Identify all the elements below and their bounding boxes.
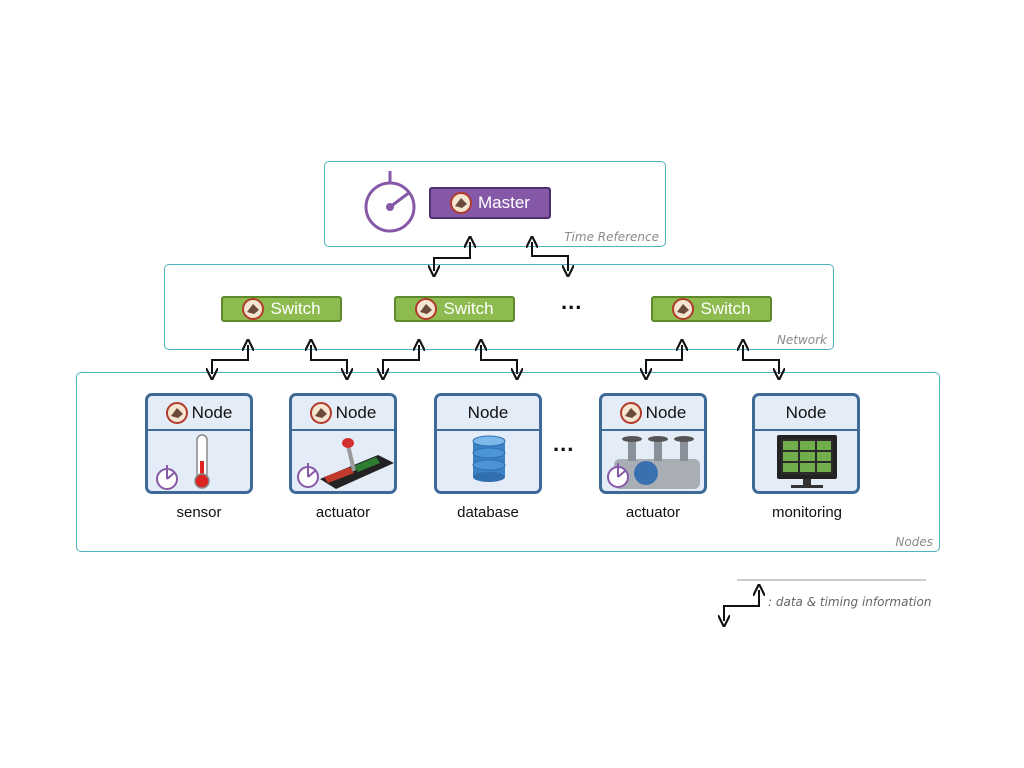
- database-icon: [472, 435, 506, 482]
- master-button[interactable]: Master: [429, 187, 551, 219]
- node-caption-database: database: [457, 504, 519, 521]
- legend-text: : data & timing information: [768, 595, 932, 609]
- node-label: Node: [335, 402, 377, 422]
- node-sensor[interactable]: Node: [145, 393, 253, 494]
- node-label: Node: [191, 402, 233, 422]
- ptp-logo-icon: [415, 298, 438, 320]
- switch-1[interactable]: Switch: [221, 296, 342, 322]
- node-monitoring[interactable]: Node: [752, 393, 860, 494]
- time-reference-label: Time Reference: [564, 230, 659, 244]
- node-label: Node: [785, 402, 827, 422]
- node-label: Node: [645, 402, 687, 422]
- node-header: Node: [148, 396, 250, 431]
- ptp-logo-icon: [672, 298, 695, 320]
- legend-arrow-icon: [724, 590, 759, 621]
- node-actuator-valve[interactable]: Node: [599, 393, 707, 494]
- switch-3[interactable]: Switch: [651, 296, 772, 322]
- ptp-logo-icon: [450, 192, 473, 214]
- network-ellipsis: ...: [561, 289, 583, 314]
- valve-icon: [607, 436, 700, 489]
- node-header: Node: [437, 396, 539, 431]
- node-caption-monitoring: monitoring: [771, 504, 843, 521]
- node-header: Node: [292, 396, 394, 431]
- switch-label: Switch: [443, 299, 494, 318]
- switch-2[interactable]: Switch: [394, 296, 515, 322]
- node-label: Node: [467, 402, 509, 422]
- ptp-logo-icon: [165, 401, 188, 424]
- network-label: Network: [776, 333, 827, 347]
- ptp-logo-icon: [619, 401, 642, 424]
- node-header: Node: [755, 396, 857, 431]
- node-header: Node: [602, 396, 704, 431]
- node-caption-sensor: sensor: [176, 504, 222, 521]
- thermometer-icon: [156, 434, 210, 490]
- ptp-logo-icon: [242, 298, 265, 320]
- switch-label: Switch: [270, 299, 321, 318]
- node-actuator-switch[interactable]: Node: [289, 393, 397, 494]
- monitor-icon: [777, 435, 837, 488]
- node-caption-actuator: actuator: [625, 504, 681, 521]
- on-off-switch-icon: [297, 438, 394, 489]
- node-caption-actuator: actuator: [315, 504, 371, 521]
- ptp-logo-icon: [309, 401, 332, 424]
- nodes-ellipsis: ...: [553, 431, 575, 456]
- nodes-label: Nodes: [895, 535, 933, 549]
- node-database[interactable]: Node: [434, 393, 542, 494]
- switch-label: Switch: [700, 299, 751, 318]
- master-label: Master: [478, 193, 530, 212]
